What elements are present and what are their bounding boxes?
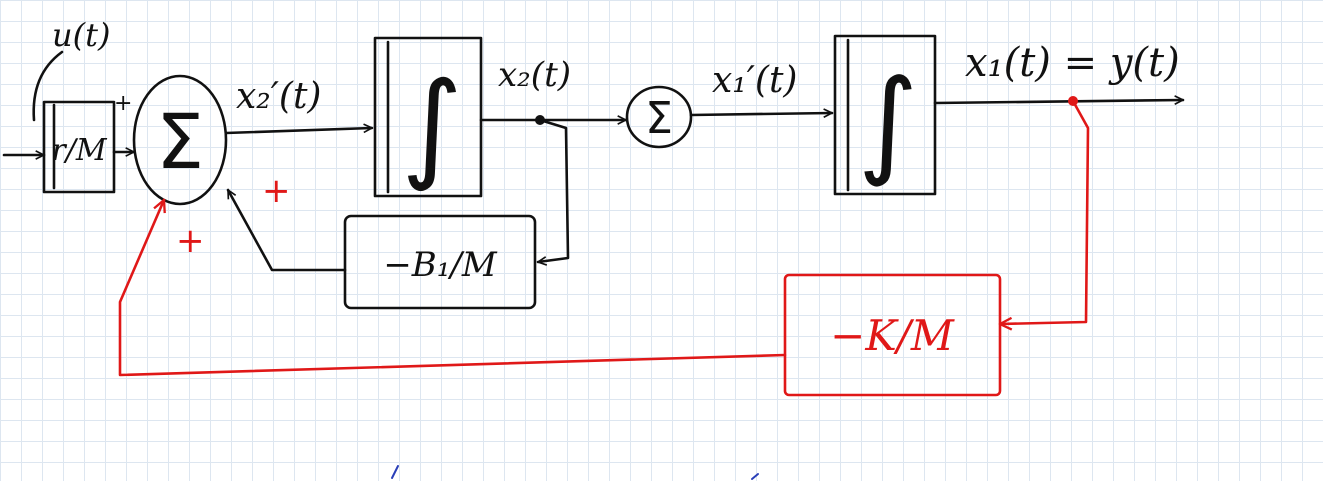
damping-gain-block — [343, 214, 537, 310]
spring-gain-label: −K/M — [830, 311, 955, 360]
x2-label: x₂(t) — [498, 55, 571, 95]
sum1-plus-sign-spring: + — [176, 221, 205, 261]
sum1-plus-sign-damping: + — [262, 171, 291, 211]
damping-return-arrow — [226, 190, 347, 272]
sum1-plus-sign-top: + — [114, 91, 132, 116]
sum2-symbol: Σ — [645, 93, 673, 144]
summing-junction-icon: Σ — [625, 85, 693, 149]
spring-feedback-path — [1000, 99, 1090, 324]
pen-mark — [391, 465, 399, 479]
x2-dot-label: x₂′(t) — [236, 76, 321, 117]
spring-gain-block — [783, 273, 1002, 397]
x1-dot-arrow — [689, 113, 834, 115]
output-label: x₁(t) = y(t) — [965, 40, 1180, 86]
spring-return-arrow — [118, 200, 787, 377]
input-label: u(t) — [52, 16, 110, 54]
summing-junction-icon: Σ — [132, 74, 228, 206]
integrator-icon: ∫ — [833, 34, 937, 196]
damping-gain-label: −B₁/M — [383, 245, 498, 285]
integrator-icon: ∫ — [373, 36, 483, 198]
input-label-leader — [32, 50, 64, 122]
input-gain-label: r/M — [51, 133, 107, 168]
sum1-symbol: Σ — [156, 97, 204, 186]
integrator2-symbol: ∫ — [858, 55, 918, 190]
input-gain-block — [42, 100, 116, 194]
pen-mark — [751, 473, 759, 480]
integrator1-symbol: ∫ — [401, 56, 462, 194]
x2-dot-arrow — [224, 128, 374, 135]
damping-feedback-path — [538, 118, 570, 262]
x1-dot-label: x₁′(t) — [712, 60, 797, 101]
output-arrow — [933, 100, 1185, 103]
